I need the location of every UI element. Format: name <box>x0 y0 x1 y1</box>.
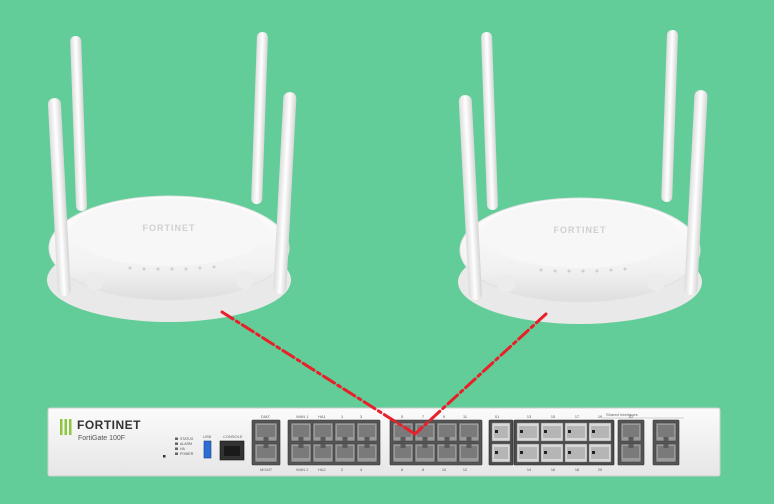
port-number-top: 13 <box>527 415 531 419</box>
port-number-top: 1 <box>341 415 343 419</box>
port-number-top: 3 <box>360 415 362 419</box>
led-label: HA <box>180 447 186 451</box>
led-label: POWER <box>180 452 194 456</box>
antenna <box>251 32 268 204</box>
port-number-bottom: 18 <box>575 468 579 472</box>
link-line-left <box>220 310 417 436</box>
led-indicator <box>175 452 178 455</box>
port-number-top: 17 <box>575 415 579 419</box>
fortinet-logo-icon <box>60 419 72 435</box>
port-number-bottom: 4 <box>360 468 362 472</box>
port-number-bottom: 14 <box>527 468 531 472</box>
usb-port <box>203 440 212 459</box>
link-line-right <box>413 312 548 436</box>
port-number-bottom: 16 <box>551 468 555 472</box>
firewall-brand: FORTINET <box>77 418 141 432</box>
ap-brand-label: FORTINET <box>143 223 196 233</box>
led-label: STATUS <box>180 437 194 441</box>
reset-button[interactable] <box>163 455 166 458</box>
port-number-top: 19 <box>598 415 602 419</box>
ap-body-top <box>482 200 678 268</box>
ha2-label: HA2 <box>318 467 327 472</box>
port-number-bottom: 8 <box>422 468 424 472</box>
port-number-bottom: 20 <box>598 468 602 472</box>
wan1-label: WAN 1 <box>296 414 309 419</box>
port-number-top: 7 <box>422 415 424 419</box>
antenna <box>70 36 88 211</box>
ap-brand-label: FORTINET <box>554 225 607 235</box>
led-label: ALARM <box>180 442 192 446</box>
mgmt-label: MGMT <box>260 467 273 472</box>
antenna-joint <box>647 273 665 291</box>
usb-label: USB <box>203 434 212 439</box>
ap-status-leds <box>539 267 627 273</box>
firewall-model: FortiGate 100F <box>78 435 125 442</box>
antenna-joint <box>86 272 104 290</box>
access-point-left: FORTINET <box>47 32 297 322</box>
port-number-bottom: 6 <box>401 468 403 472</box>
dmz-label: DMZ <box>261 414 270 419</box>
sfp-port-block-b <box>513 419 615 466</box>
console-label: CONSOLE <box>223 434 243 439</box>
sfp-port-block-a <box>488 419 514 466</box>
antenna <box>684 90 708 295</box>
led-indicator <box>175 437 178 440</box>
antenna <box>458 95 482 300</box>
led-indicator <box>175 447 178 450</box>
port-number-bottom: 10 <box>442 468 446 472</box>
port-number-bottom: 12 <box>463 468 467 472</box>
shared-port-block-a <box>617 419 645 466</box>
ha1-label: HA1 <box>318 414 327 419</box>
antenna <box>481 32 498 210</box>
fortigate-firewall: FORTINET FortiGate 100F STATUSALARMHAPOW… <box>47 407 721 477</box>
antenna-joint <box>497 274 515 292</box>
port-number-top: 11 <box>463 415 467 419</box>
access-point-right: FORTINET <box>458 30 708 324</box>
port-number-top: 9 <box>443 415 445 419</box>
port-number-bottom: 2 <box>341 468 343 472</box>
wan2-label: WAN 2 <box>296 467 309 472</box>
led-indicator <box>175 442 178 445</box>
antenna <box>47 98 71 296</box>
wan-ha-port-block <box>287 419 381 466</box>
ap-body-top <box>71 198 267 266</box>
antenna <box>661 30 678 202</box>
antenna <box>273 92 297 294</box>
port-number-top: 5 <box>401 415 403 419</box>
port-number-top: X1 <box>495 415 500 419</box>
wireless-links <box>220 310 548 436</box>
port-number-top: X2 <box>629 415 634 419</box>
dmz-mgmt-port-block <box>251 419 281 466</box>
port-number-top: 15 <box>551 415 555 419</box>
ap-status-leds <box>128 265 216 271</box>
shared-port-block-b <box>652 419 680 466</box>
shared-interfaces-label: Shared Interfaces <box>606 412 638 417</box>
antenna-joint <box>236 271 254 289</box>
